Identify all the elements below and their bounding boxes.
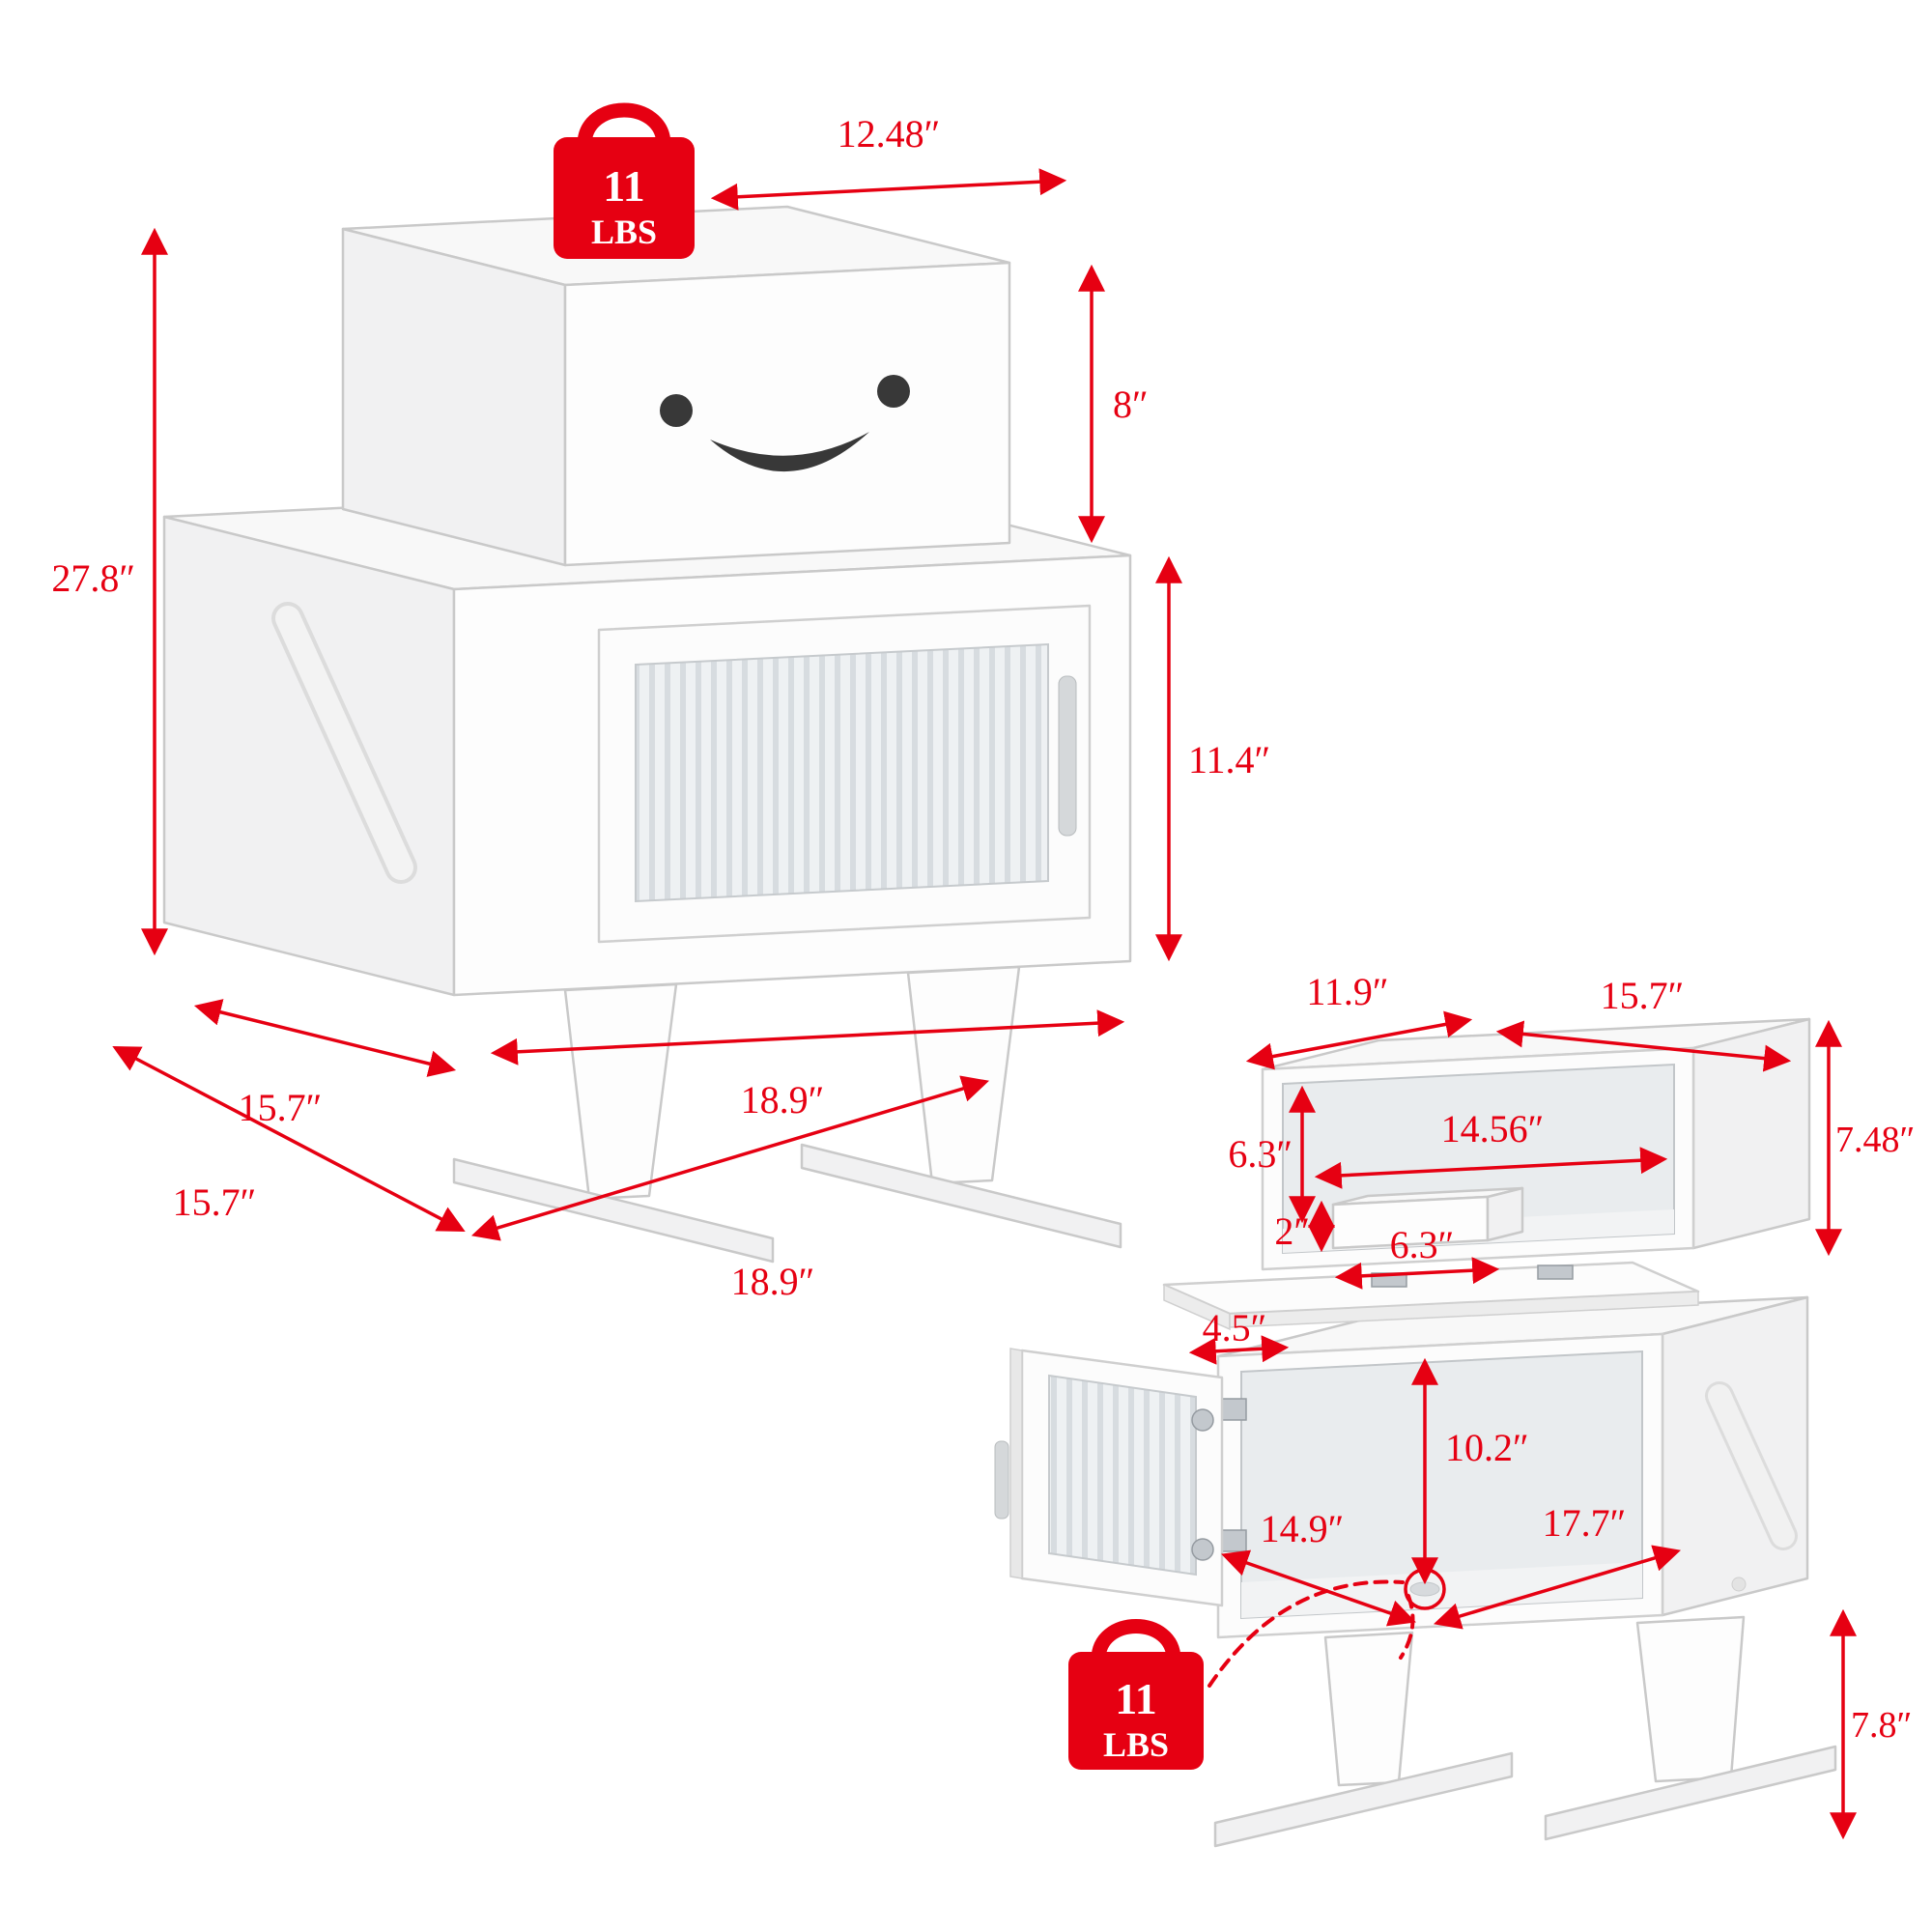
dim-body-height: 11.4″ [1188,738,1270,781]
flap-tray-edge-left [1163,1283,1231,1331]
dim-body-inner-width: 14.9″ [1261,1507,1345,1550]
open-door-reeded-glass [1048,1374,1197,1577]
riser-side [1486,1186,1524,1242]
head-front-face [563,261,1011,567]
open-left-foot [1213,1751,1514,1848]
closed-view-dimensions: 12.48″ 8″ 27.8″ 11.4″ 15.7″ 18.9″ 15.7″ … [51,112,1270,1303]
dimline-body-depth [193,999,457,1077]
dim-riser-height: 2″ [1274,1209,1310,1253]
dimline-body-width [490,1009,1125,1065]
dim-floor-depth: 15.7″ [173,1180,257,1224]
hinge-cup-bottom [1191,1538,1214,1561]
dim-body-depth: 15.7″ [239,1086,323,1129]
dim-top-depth: 11.9″ [1306,970,1388,1013]
side-screw [1731,1577,1747,1592]
smile-mouth [710,432,869,472]
weight-value: 11 [603,161,644,211]
body-side-face [162,515,456,997]
door-handle[interactable] [1058,675,1077,837]
left-leg [563,982,678,1201]
left-eye [660,394,693,427]
weight-bag-icon-open [1068,1652,1204,1770]
dimline-top-width-open [1495,1020,1792,1072]
flap-tray-edge-front [1229,1291,1699,1328]
flap-hinge-right [1537,1264,1574,1280]
dim-body-inner-depth: 17.7″ [1543,1501,1627,1545]
weight-unit-open: LBS [1103,1725,1169,1764]
weight-value-open: 11 [1115,1674,1156,1723]
cable-hole [1409,1581,1440,1597]
right-leg [906,965,1021,1185]
dim-riser-width: 6.3″ [1390,1223,1455,1266]
dimline-flap-depth [1188,1335,1290,1365]
dimline-floor-width [470,1075,990,1241]
open-view-dimensions: 11.9″ 15.7″ 7.48″ 6.3″ 14.56″ 2″ 6.3″ 4.… [1188,970,1915,1840]
dimline-top-width [710,168,1067,211]
right-eye [877,375,910,408]
dim-head-inner-height: 6.3″ [1228,1132,1293,1176]
dim-body-width: 18.9″ [741,1078,825,1122]
dim-top-width: 12.48″ [838,112,941,156]
dim-overall-height: 27.8″ [51,556,135,600]
weight-badge-open: 11 LBS [1068,1568,1446,1770]
arm-ridge-highlight [275,606,413,880]
head-side-face [341,227,567,567]
dimline-riser-width [1334,1257,1500,1290]
reeded-glass [635,642,1049,903]
dim-head-inner-width: 14.56″ [1441,1107,1545,1151]
dim-flap-depth: 4.5″ [1203,1306,1267,1350]
weight-bag-handle-icon-open [1091,1619,1181,1661]
dimline-head-inner-width [1314,1147,1668,1189]
dim-leg-height: 7.8″ [1851,1705,1912,1746]
dim-head-height: 8″ [1113,383,1149,426]
open-right-leg [1635,1615,1746,1783]
dim-floor-width: 18.9″ [731,1260,815,1303]
weight-unit: LBS [591,213,657,251]
weight-badge-closed: 11 LBS [554,102,695,259]
hinge-cup-top [1191,1408,1214,1432]
weight-bag-handle-icon [577,102,671,146]
open-door-handle[interactable] [994,1440,1009,1520]
dimline-top-depth [1245,1010,1473,1070]
open-left-leg [1323,1631,1414,1787]
dim-top-width-open: 15.7″ [1601,974,1685,1017]
dim-body-inner-height: 10.2″ [1445,1426,1529,1469]
open-arm-ridge-highlight [1708,1384,1795,1548]
door-edge [1009,1348,1023,1579]
dimline-floor-depth [112,1046,466,1232]
dim-head-height-open: 7.48″ [1835,1120,1915,1160]
weight-bag-icon [554,137,695,259]
dimline-body-inner-depth [1433,1545,1682,1630]
dimline-body-inner-width [1221,1549,1416,1627]
